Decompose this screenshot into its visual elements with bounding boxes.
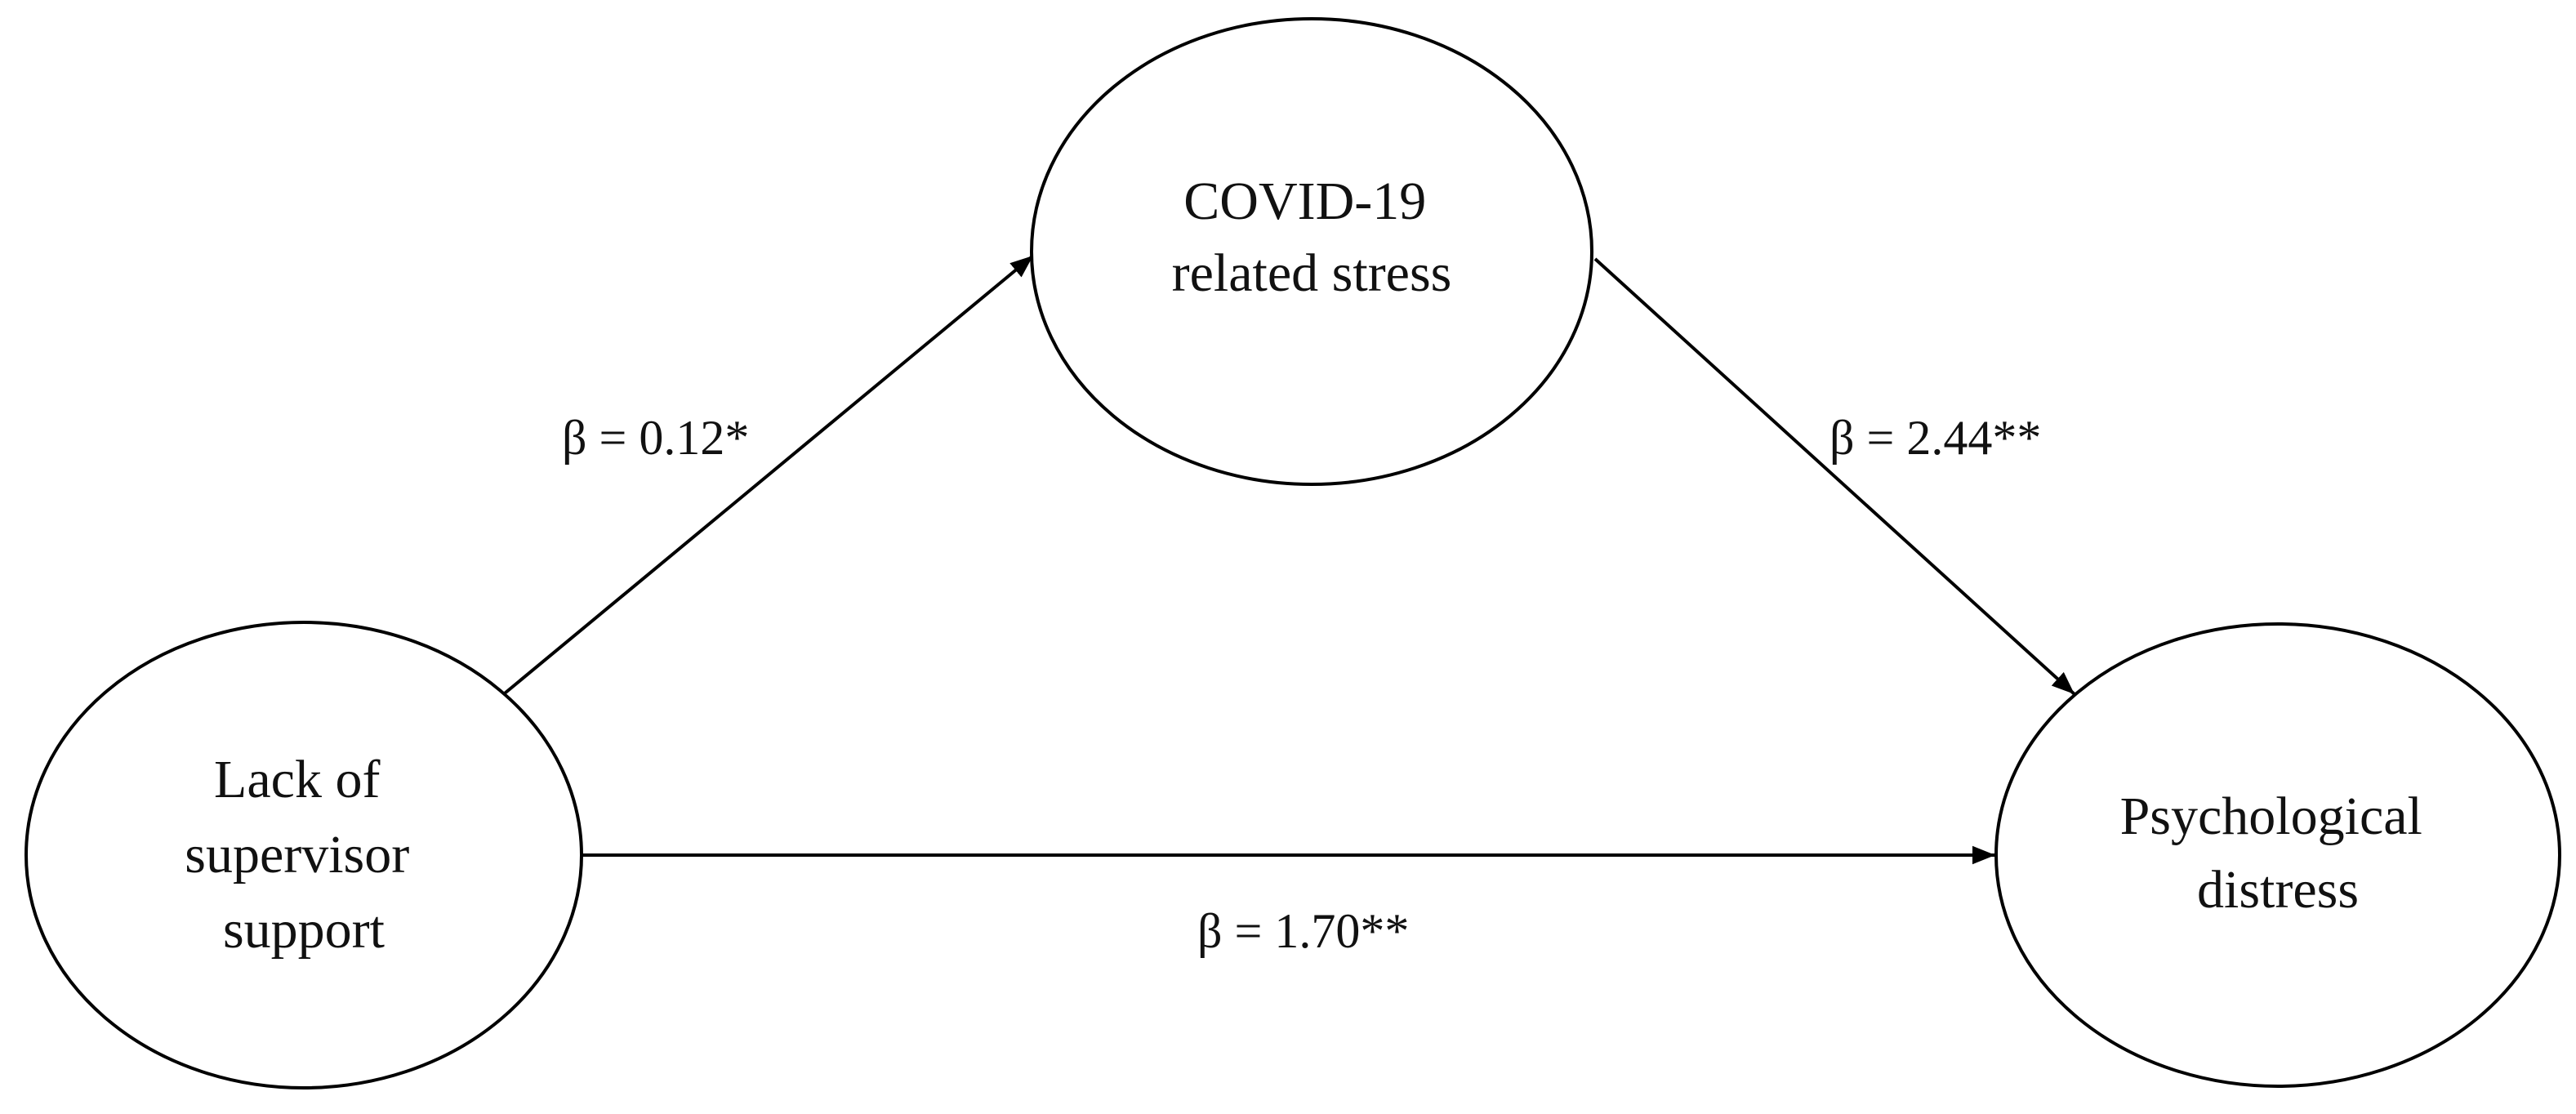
node-supervisor-support-line-3: support — [223, 900, 385, 960]
edge-label-stress-to-distress: β = 2.44** — [1829, 411, 2041, 465]
node-supervisor-support-line-2: supervisor — [185, 825, 409, 885]
node-covid-stress-line-1: COVID-19 — [1183, 172, 1426, 231]
node-supervisor-support: Lack of supervisor support — [25, 621, 583, 1089]
edge-label-support-to-distress: β = 1.70** — [1197, 904, 1409, 958]
node-psych-distress-text: Psychological distress — [2120, 786, 2436, 920]
edge-support-to-stress — [499, 254, 1035, 698]
node-covid-stress-text: COVID-19 related stress — [1172, 172, 1452, 303]
node-psych-distress-line-1: Psychological — [2120, 786, 2422, 846]
edge-stress-to-distress — [1593, 257, 2076, 696]
node-supervisor-support-line-1: Lack of — [214, 750, 380, 809]
node-covid-stress-line-2: related stress — [1172, 243, 1452, 303]
node-psych-distress-line-2: distress — [2197, 860, 2359, 920]
node-supervisor-support-ellipse — [25, 621, 583, 1089]
node-psych-distress: Psychological distress — [1994, 622, 2561, 1088]
node-psych-distress-ellipse — [1994, 622, 2561, 1088]
node-covid-stress: COVID-19 related stress — [1030, 17, 1593, 486]
edge-label-support-to-stress: β = 0.12* — [562, 411, 749, 465]
node-covid-stress-ellipse — [1030, 17, 1593, 486]
node-supervisor-support-text: Lack of supervisor support — [185, 750, 422, 960]
